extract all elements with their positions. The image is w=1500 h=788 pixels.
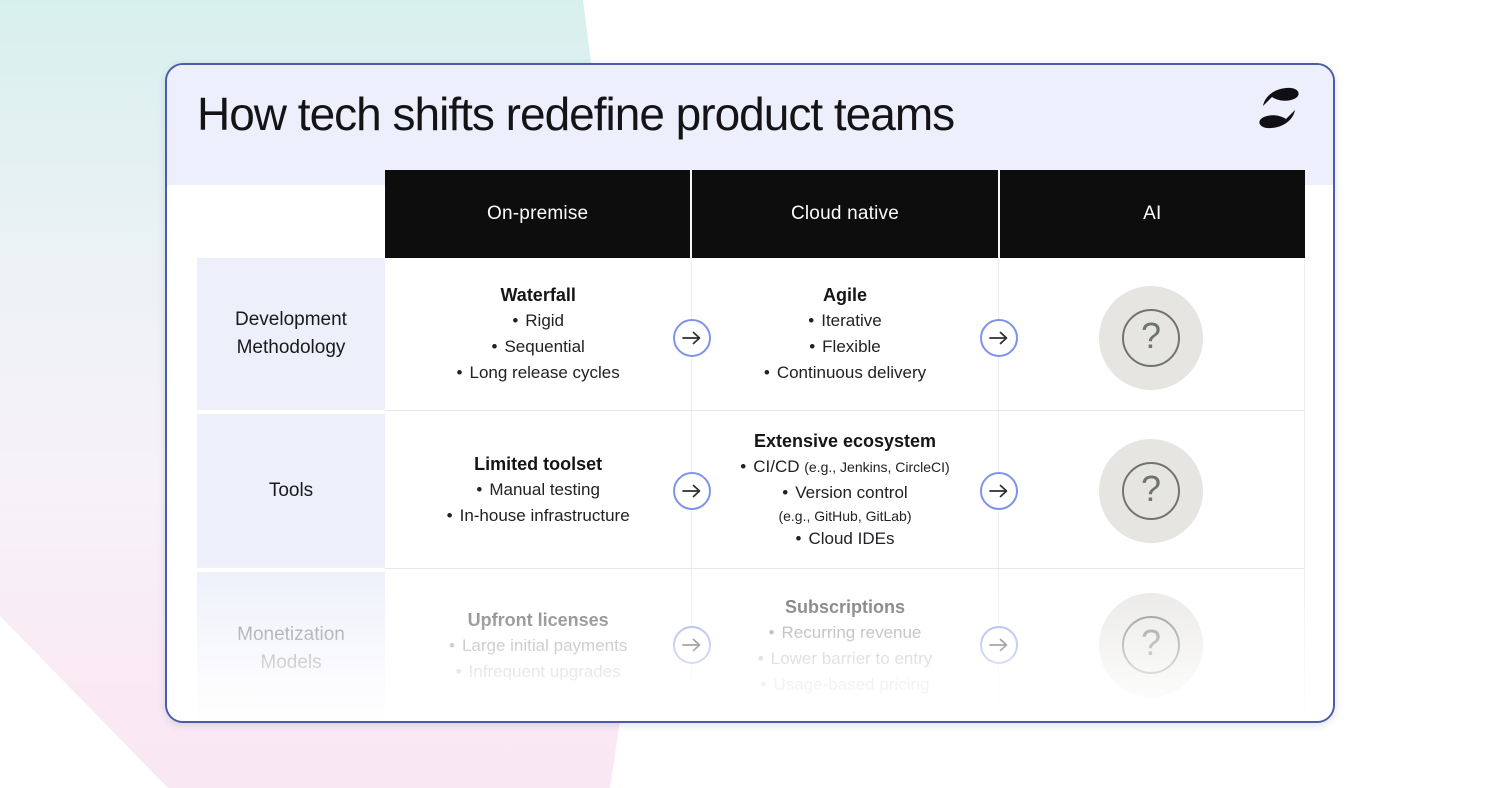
bullet-item: •Infrequent upgrades [455,662,621,681]
arrow-right-icon [980,319,1018,357]
column-header-on-premise: On-premise [487,203,589,224]
cell-methodology-cloud-native: Agile •Iterative •Flexible •Continuous d… [691,258,997,410]
bullet-item: •Lower barrier to entry [757,649,933,668]
cell-heading: Upfront licenses [467,610,609,630]
cell-tools-cloud-native: Extensive ecosystem •CI/CD (e.g., Jenkin… [691,411,997,568]
arrow-right-icon [980,626,1018,664]
question-mark-icon: ? [1099,593,1203,697]
arrow-right-icon [673,319,711,357]
bullet-item: •Version control [782,482,908,502]
bullet-item: •Flexible [809,337,881,356]
column-header-cloud-native: Cloud native [690,170,997,258]
cell-methodology-on-premise: Waterfall •Rigid •Sequential •Long relea… [385,258,691,410]
bullet-item: •Rigid [512,311,565,330]
arrow-right-icon [980,472,1018,510]
bullet-note: (e.g., GitHub, GitLab) [778,507,912,524]
cell-monetization-cloud-native: Subscriptions •Recurring revenue •Lower … [691,569,997,721]
page-title: How tech shifts redefine product teams [197,88,955,140]
cell-heading: Extensive ecosystem [753,430,937,451]
cell-monetization-on-premise: Upfront licenses •Large initial payments… [385,569,691,721]
slide-card: How tech shifts redefine product teams O… [165,63,1335,723]
title-band [167,65,1333,185]
arrow-right-icon [673,472,711,510]
table-row: Waterfall •Rigid •Sequential •Long relea… [385,258,1304,410]
bullet-item: •Continuous delivery [763,363,927,382]
bullet-item: •Sequential [491,337,585,356]
cell-heading: Limited toolset [474,453,603,474]
column-header-ai: AI [997,170,1305,258]
question-mark-icon: ? [1099,439,1203,543]
bullet-item: •In-house infrastructure [446,505,630,525]
cell-heading: Waterfall [500,285,576,305]
bullet-item: •Recurring revenue [768,623,922,642]
arrow-right-icon [673,626,711,664]
bullet-item: •Usage-based pricing [760,675,930,694]
bullet-item: •Manual testing [476,479,600,499]
bullet-item: •Large initial payments [449,636,628,655]
bullet-item: •Cloud IDEs [795,528,895,548]
row-label-development-methodology: Development Methodology [197,258,385,410]
cell-tools-on-premise: Limited toolset •Manual testing •In-hous… [385,411,691,568]
bullet-item: •Long release cycles [456,363,620,382]
table-header-row: On-premise Cloud native AI [385,170,1305,258]
brand-logo-icon [1253,85,1309,131]
row-label-tools: Tools [197,412,385,568]
row-label-monetization-models: Monetization Models [197,570,385,721]
bullet-item: •CI/CD (e.g., Jenkins, CircleCI) [740,456,950,476]
cell-heading: Subscriptions [784,597,905,617]
table-row: Limited toolset •Manual testing •In-hous… [385,410,1304,568]
cell-heading: Agile [822,285,867,305]
bullet-item: •Iterative [808,311,882,330]
question-mark-icon: ? [1099,286,1203,390]
